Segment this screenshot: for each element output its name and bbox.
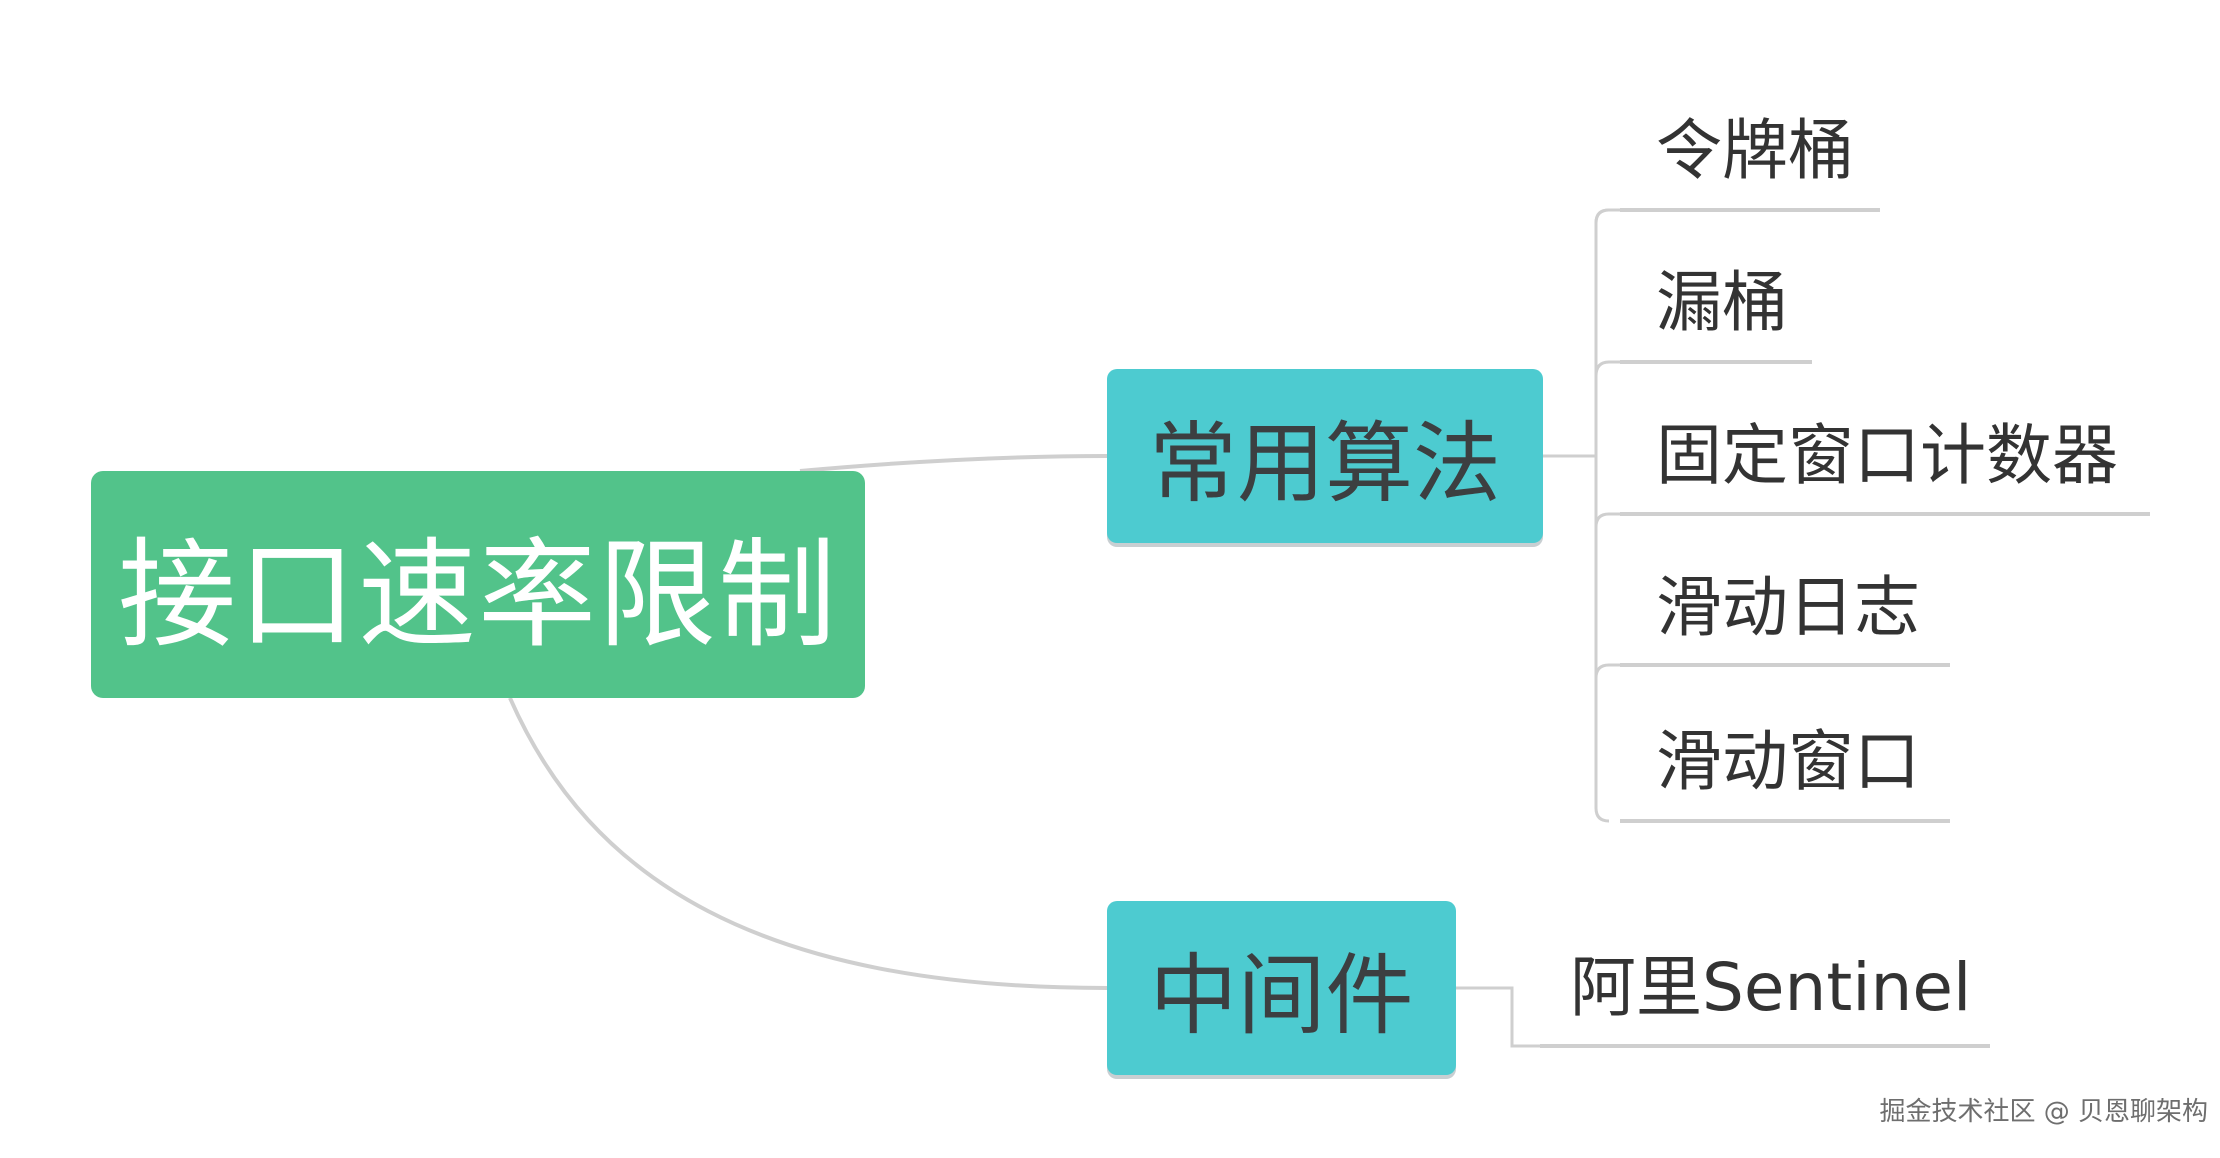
connector-leaf-4 <box>1594 663 1620 679</box>
leaf-fixed-window-counter[interactable]: 固定窗口计数器 <box>1656 417 2118 494</box>
leaf-token-bucket[interactable]: 令牌桶 <box>1656 112 1854 189</box>
leaf-sliding-log[interactable]: 滑动日志 <box>1656 569 1920 646</box>
root-label: 接口速率限制 <box>117 526 838 664</box>
connector-leaf-2 <box>1594 360 1620 377</box>
root-node[interactable]: 接口速率限制 <box>91 471 865 698</box>
connector-middleware-leaf <box>1456 986 1540 1048</box>
branch-label-middleware: 中间件 <box>1149 943 1414 1047</box>
leaf-leaky-bucket[interactable]: 漏桶 <box>1656 264 1788 341</box>
branch-node-algorithms[interactable]: 常用算法 <box>1107 369 1543 543</box>
branch-label-algorithms: 常用算法 <box>1148 411 1501 515</box>
branch-node-middleware[interactable]: 中间件 <box>1107 901 1456 1075</box>
leaf-sliding-window[interactable]: 滑动窗口 <box>1656 723 1920 800</box>
connector-root-middleware <box>508 697 1108 990</box>
connector-root-algo <box>799 454 1108 473</box>
watermark: 掘金技术社区 @ 贝恩聊架构 <box>1879 1097 2208 1127</box>
connector-leaf-1 <box>1594 208 1620 224</box>
leaf-alibaba-sentinel[interactable]: 阿里Sentinel <box>1570 949 1972 1026</box>
connector-leaf-3 <box>1594 512 1620 528</box>
